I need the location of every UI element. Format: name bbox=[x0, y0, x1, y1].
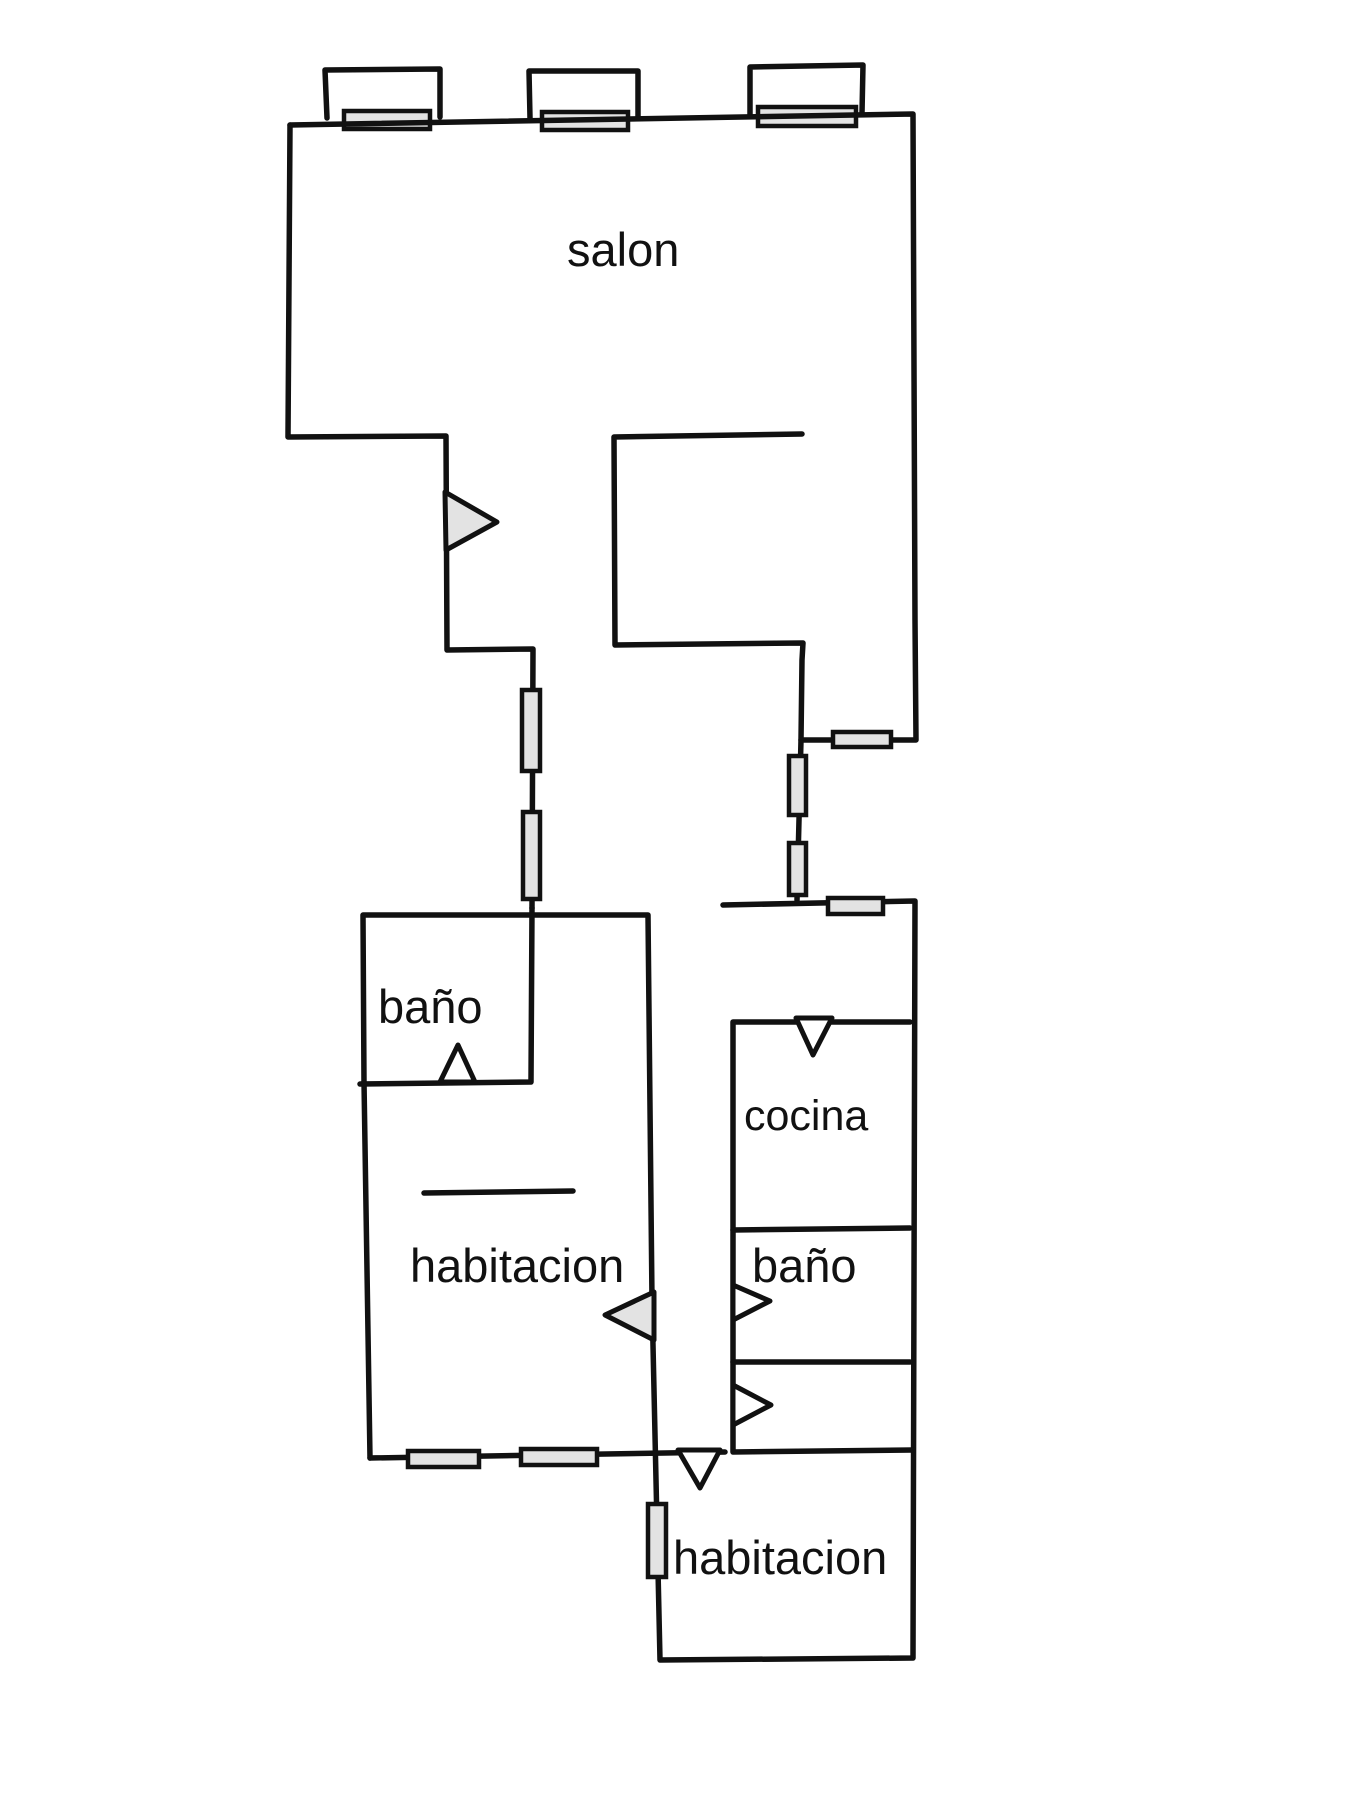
window bbox=[405, 1448, 482, 1470]
room-label-cocina: cocina bbox=[744, 1092, 868, 1140]
room-label-bano-right: baño bbox=[752, 1239, 857, 1292]
window bbox=[520, 809, 543, 902]
corridor-openings bbox=[519, 687, 894, 903]
door-icon bbox=[730, 1382, 774, 1428]
window bbox=[518, 1446, 600, 1468]
room-label-habitacion-left: habitacion bbox=[410, 1239, 624, 1292]
door-icon bbox=[437, 1042, 478, 1085]
room-label-salon: salon bbox=[567, 223, 679, 276]
window bbox=[825, 895, 886, 917]
room-label-bano-left: baño bbox=[378, 980, 483, 1033]
door-icon bbox=[442, 489, 500, 553]
window bbox=[786, 840, 809, 898]
right-block-walls bbox=[730, 895, 916, 1455]
door-icon bbox=[675, 1447, 723, 1491]
door-icon bbox=[730, 1282, 773, 1323]
window bbox=[830, 729, 894, 750]
doors bbox=[437, 489, 835, 1491]
window bbox=[519, 687, 543, 774]
room-label-habitacion-right: habitacion bbox=[673, 1531, 887, 1584]
door-icon bbox=[602, 1289, 657, 1343]
window bbox=[645, 1501, 669, 1580]
door-icon bbox=[793, 1015, 835, 1058]
left-block-walls bbox=[357, 898, 918, 1663]
window bbox=[786, 753, 809, 818]
